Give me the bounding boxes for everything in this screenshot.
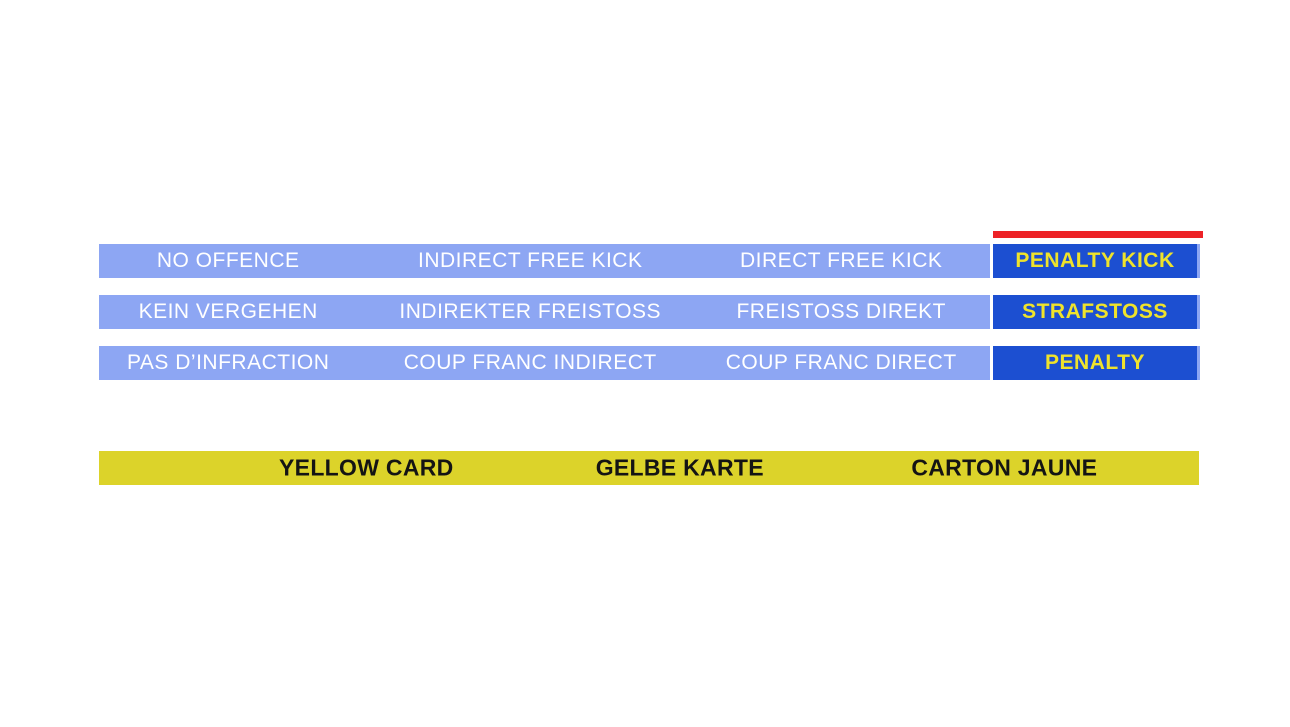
yellow-card-label: YELLOW CARD xyxy=(279,454,454,481)
offence-cell: DIRECT FREE KICK xyxy=(739,249,943,272)
penalty-kick-highlight-bar xyxy=(993,231,1203,238)
offence-row-2: KEIN VERGEHEN INDIREKTER FREISTOSS FREIS… xyxy=(99,295,990,329)
yellow-card-label: GELBE KARTE xyxy=(595,454,764,481)
offence-cell: COUP FRANC DIRECT xyxy=(725,351,957,374)
yellow-card-label: CARTON JAUNE xyxy=(911,454,1098,481)
offence-cell: PAS D’INFRACTION xyxy=(126,351,330,374)
offence-cell: INDIRECT FREE KICK xyxy=(417,249,643,272)
offence-cell: KEIN VERGEHEN xyxy=(138,300,318,323)
penalty-cell-3: PENALTY xyxy=(993,346,1200,380)
penalty-cell-1: PENALTY KICK xyxy=(993,244,1200,278)
offence-cell: FREISTOSS DIREKT xyxy=(736,300,946,323)
penalty-cell-2: STRAFSTOSS xyxy=(993,295,1200,329)
yellow-card-bar: YELLOW CARD GELBE KARTE CARTON JAUNE xyxy=(99,451,1199,485)
offence-row-1: NO OFFENCE INDIRECT FREE KICK DIRECT FRE… xyxy=(99,244,990,278)
offence-cell: NO OFFENCE xyxy=(156,249,300,272)
offence-cell: INDIREKTER FREISTOSS xyxy=(399,300,662,323)
offence-row-3: PAS D’INFRACTION COUP FRANC INDIRECT COU… xyxy=(99,346,990,380)
offence-cell: COUP FRANC INDIRECT xyxy=(403,351,657,374)
